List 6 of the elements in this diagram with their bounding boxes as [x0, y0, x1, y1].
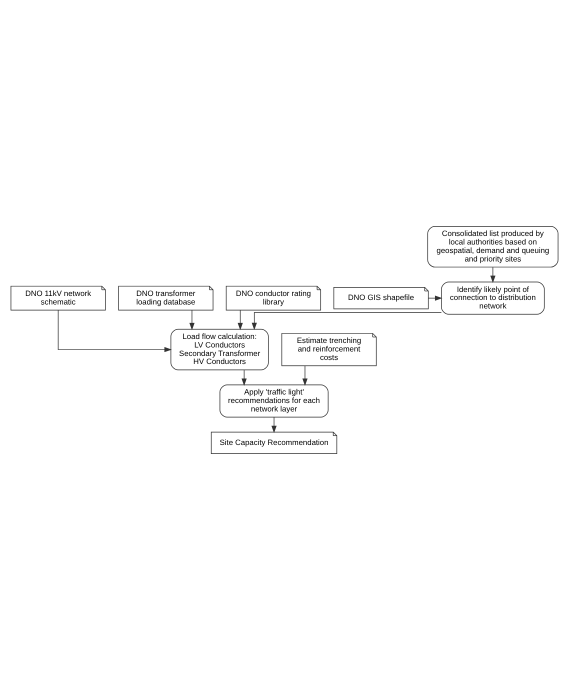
arrow: [58, 309, 172, 352]
arrow: [238, 309, 243, 330]
arrow: [252, 312, 442, 330]
arrow: [302, 364, 308, 386]
arrow: [189, 309, 195, 330]
arrow: [271, 416, 277, 433]
